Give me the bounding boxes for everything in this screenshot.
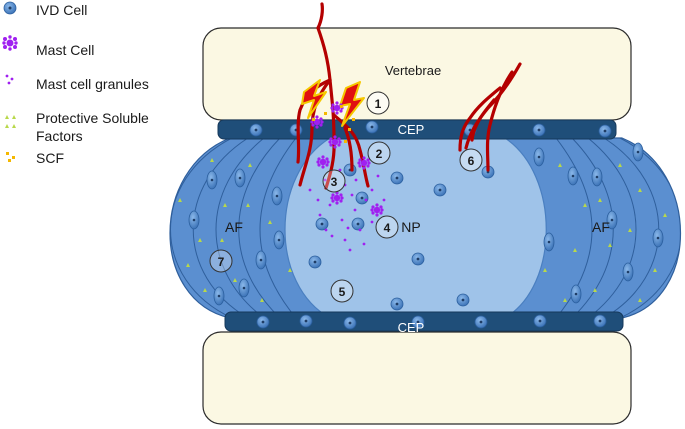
ivd-cell [315,217,329,231]
legend-ivd-cell-label: IVD Cell [36,2,87,18]
ivd-cell [622,262,634,282]
svg-text:4: 4 [384,221,391,235]
ivd-cell [411,315,425,329]
svg-text:7: 7 [218,255,225,269]
svg-text:3: 3 [331,175,338,189]
marker-1: 1 [366,91,390,115]
marker-4: 4 [375,215,399,239]
marker-3: 3 [322,169,346,193]
ivd-cell [256,315,270,329]
af-left-label: AF [225,219,243,235]
ivd-cell [570,284,582,304]
legend-protective-label-1: Protective Soluble [36,110,149,126]
mast-cell-icon [316,155,330,169]
ivd-cell [652,228,664,248]
vertebrae-label: Vertebrae [385,63,441,78]
legend-scf-label: SCF [36,150,64,166]
mast-cell-icon [370,203,384,217]
scf-particles [312,105,355,143]
svg-text:1: 1 [375,97,382,111]
ivd-cell [213,286,225,306]
nerve-fibres-right [458,62,522,172]
ivd-cell [249,123,263,137]
ivd-cell [308,255,322,269]
ivd-cell [543,232,555,252]
legend-mast-granules-label: Mast cell granules [36,76,149,92]
legend-protective-label-2: Factors [36,128,83,144]
ivd-cell [273,230,285,250]
mast-granules-icon [5,74,14,85]
protective-factors-icon [5,115,16,128]
ivd-cell [206,170,218,190]
af-right-label: AF [592,219,610,235]
np-label: NP [401,219,420,235]
ivd-cell [433,183,447,197]
ivd-cell [598,124,612,138]
legend: IVD Cell Mast Cell Mast cell granules Pr… [2,1,149,166]
ivd-cell [234,168,246,188]
ivd-cell [593,314,607,328]
ivd-cell [188,210,200,230]
vertebra-bottom [202,331,632,425]
ivd-cell [355,191,369,205]
scf-icon [6,152,15,162]
ivd-cell [411,252,425,266]
ivd-cell [343,163,357,177]
mast-cell-icon [2,35,18,51]
ivd-cell [606,210,618,230]
svg-text:2: 2 [376,147,383,161]
protective-factors [178,158,667,302]
ivd-cell [351,217,365,231]
cep-bottom-label: CEP [398,320,425,335]
svg-text:6: 6 [468,154,475,168]
ivd-cell [289,123,303,137]
ivd-cell [533,314,547,328]
ivd-cell [238,278,250,298]
ivd-cell [632,142,644,162]
ivd-cell [474,315,488,329]
marker-5: 5 [330,279,354,303]
legend-mast-cell-label: Mast Cell [36,42,94,58]
svg-text:5: 5 [339,285,346,299]
ivd-cell-icon [3,1,17,15]
mast-cells [310,101,384,217]
ivd-cell [343,316,357,330]
marker-6: 6 [459,148,483,172]
ivd-cell [456,293,470,307]
ivd-cell [255,250,267,270]
mast-cell-granules [308,168,386,252]
ivd-cell [390,297,404,311]
ivd-cell [271,186,283,206]
ivd-cell [390,171,404,185]
ivd-cell [591,167,603,187]
marker-2: 2 [367,141,391,165]
ivd-cell [365,120,379,134]
mast-cell-icon [328,135,342,149]
cep-top-label: CEP [398,122,425,137]
ivd-cell [299,314,313,328]
lightning-icon [301,79,327,119]
ivd-cell [532,123,546,137]
marker-7: 7 [209,249,233,273]
mast-cell-icon [357,156,371,170]
ivd-cell [567,166,579,186]
ivd-cell [533,147,545,167]
